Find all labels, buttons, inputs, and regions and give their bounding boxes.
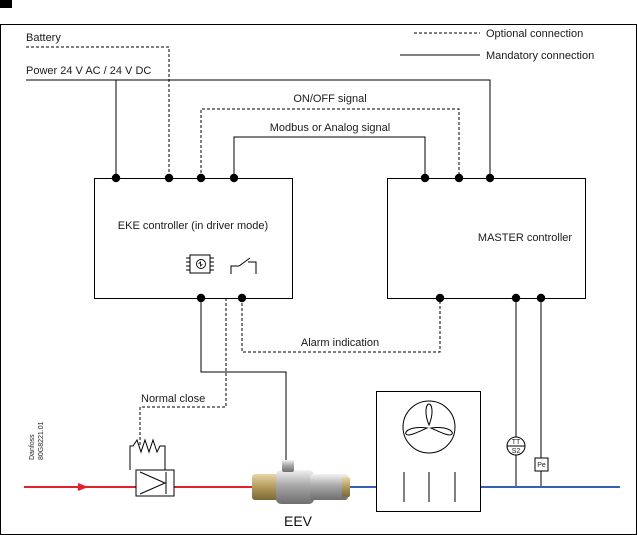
s2-label: S2 [512, 448, 521, 455]
modbus-label: Modbus or Analog signal [270, 122, 390, 134]
terminal-dot [454, 173, 464, 183]
legend-mandatory-label: Mandatory connection [486, 50, 594, 62]
pe-label: Pe [537, 462, 546, 469]
flow-arrow-icon [78, 483, 88, 491]
eev-valve-icon [252, 460, 350, 504]
terminal-dot [485, 173, 495, 183]
terminal-dot [435, 293, 445, 303]
onoff-wire [200, 108, 460, 178]
onoff-label: ON/OFF signal [293, 93, 366, 105]
terminal-dot [420, 173, 430, 183]
battery-label: Battery [26, 32, 61, 44]
document-code: Danfoss 80G8221.01 [29, 421, 45, 460]
power-label: Power 24 V AC / 24 V DC [26, 65, 151, 77]
danfoss-label: Danfoss [29, 434, 36, 460]
stepper-driver-icon [186, 254, 214, 274]
relay-contact-icon [230, 257, 257, 274]
terminal-dot [511, 293, 521, 303]
terminal-dot [229, 173, 239, 183]
normal-close-wire [139, 298, 227, 447]
modbus-wire [233, 136, 426, 178]
solenoid-valve-icon [129, 438, 175, 497]
tt-label: TT [512, 439, 521, 446]
terminal-dot [164, 173, 174, 183]
terminal-dot [196, 173, 206, 183]
terminal-dot [196, 293, 206, 303]
battery-wire [26, 46, 170, 178]
eke-controller-label: EKE controller (in driver mode) [118, 220, 268, 232]
master-controller-label: MASTER controller [478, 232, 572, 244]
power-wire [26, 79, 491, 178]
evaporator-icon [376, 391, 481, 512]
legend-optional-label: Optional connection [486, 28, 583, 40]
terminal-dot [111, 173, 121, 183]
terminal-dot [237, 293, 247, 303]
pressure-sensor-icon [534, 457, 549, 486]
eev-label: EEV [284, 513, 313, 529]
alarm-label: Alarm indication [301, 337, 379, 349]
temperature-sensor-icon [506, 436, 526, 486]
eke-controller-box [94, 178, 293, 299]
normal-close-label: Normal close [141, 393, 205, 405]
doc-code-label: 80G8221.01 [38, 421, 45, 460]
alarm-wire [241, 298, 441, 353]
terminal-dot [536, 293, 546, 303]
master-controller-box [387, 178, 586, 299]
eev-wire [200, 298, 287, 460]
figure-marker [0, 0, 12, 8]
